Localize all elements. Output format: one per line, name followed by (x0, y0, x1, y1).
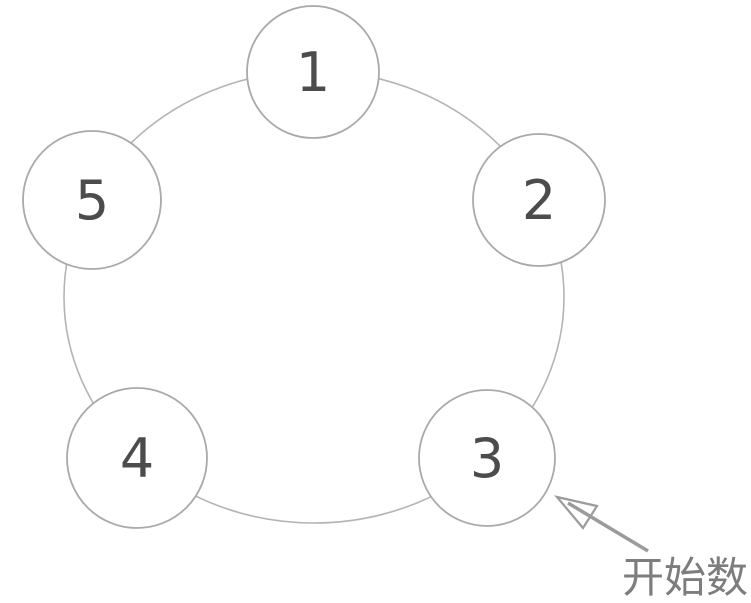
node-label-5: 5 (75, 169, 109, 232)
node-label-1: 1 (296, 41, 330, 104)
arrow-shaft (567, 501, 649, 553)
node-circle-4 (66, 387, 208, 529)
node-label-4: 4 (120, 427, 154, 490)
arrow-head-icon (554, 495, 599, 530)
annotation-arrow (554, 495, 649, 553)
annotation-label: 开始数 (622, 553, 748, 602)
node-circle-5 (22, 130, 162, 270)
nodes-layer: 1 2 3 4 5 (22, 5, 606, 529)
node-circle-3 (418, 389, 556, 527)
node-label-2: 2 (522, 169, 556, 232)
node-circle-2 (472, 133, 606, 267)
node-label-3: 3 (470, 427, 504, 490)
node-circle-1 (246, 5, 380, 139)
